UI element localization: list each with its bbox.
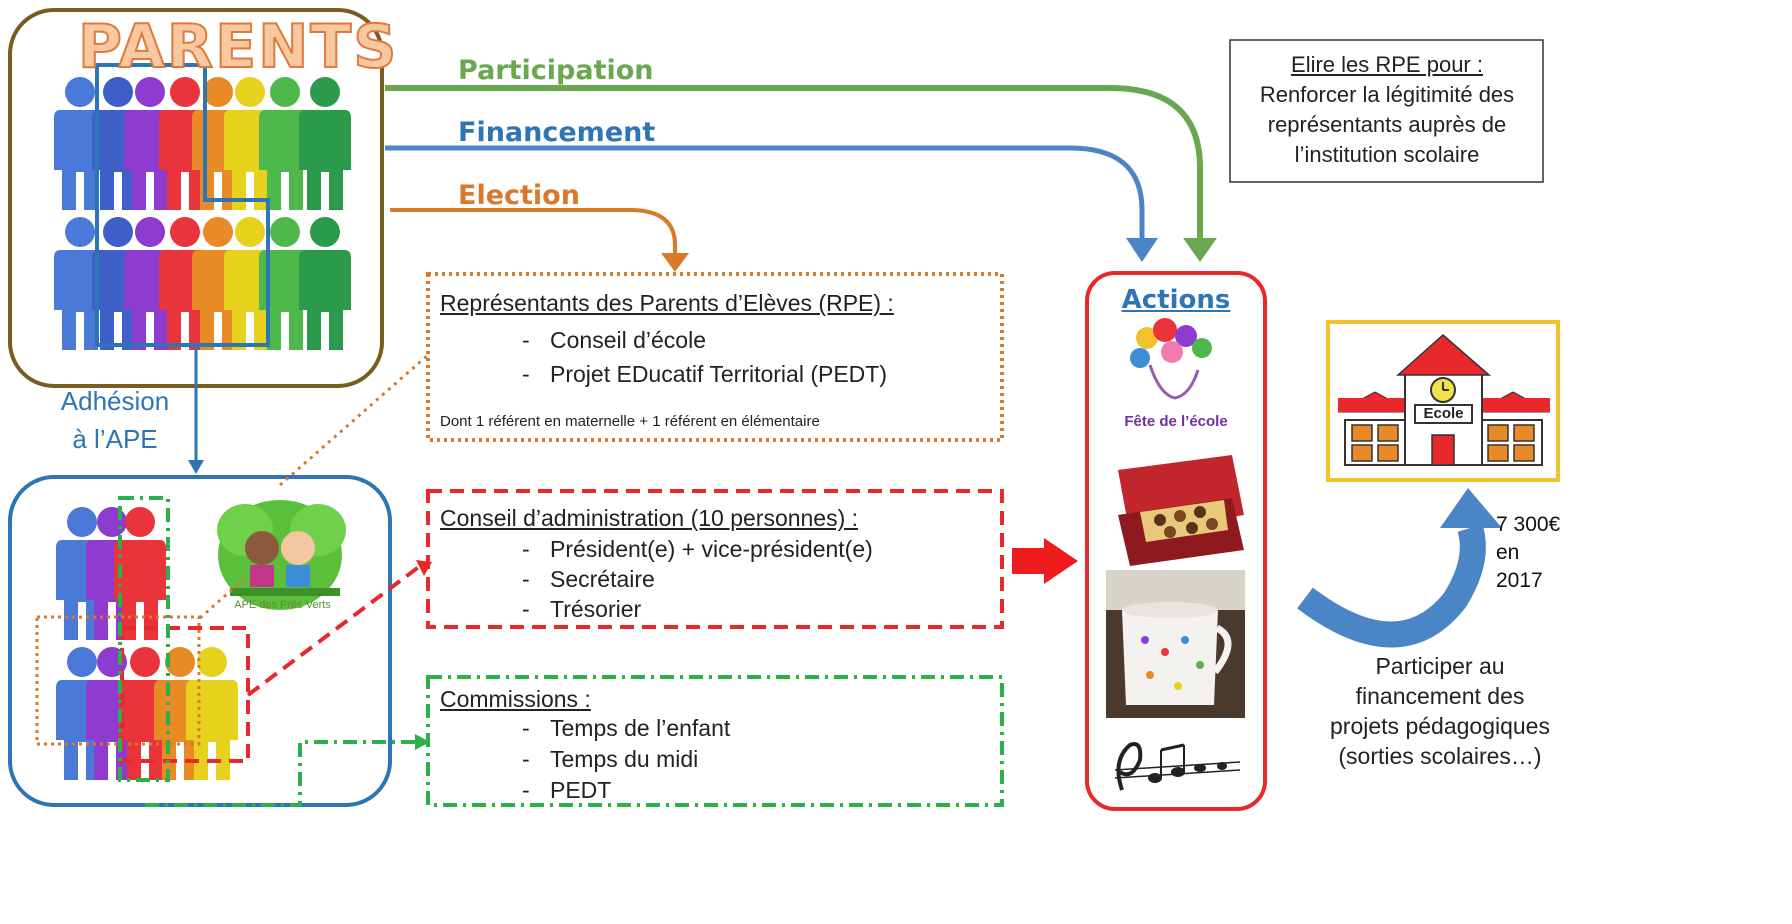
list-item: -Projet EDucatif Territorial (PEDT): [522, 361, 887, 387]
actions-title: Actions: [1121, 285, 1231, 315]
parents-title: PARENTS: [77, 11, 399, 83]
elire-line-2: représentants auprès de: [1267, 112, 1507, 137]
rpe-note: Dont 1 référent en maternelle + 1 référe…: [440, 413, 820, 430]
financement-label: Financement: [458, 117, 656, 148]
school-building-icon: [1337, 334, 1551, 466]
election-label: Election: [458, 180, 580, 211]
ca-content: Conseil d’administration (10 personnes) …: [440, 505, 995, 624]
mug-icon: [1106, 570, 1245, 718]
ape-logo-caption: APE des Prés Verts: [234, 599, 331, 611]
finance-amount-year: 2017: [1496, 569, 1543, 592]
ape-people-icon: [56, 507, 238, 780]
participer-line-2: financement des: [1355, 683, 1525, 709]
fete-label: Fête de l’école: [1124, 413, 1228, 430]
ca-title: Conseil d’administration (10 personnes) …: [440, 505, 859, 531]
finance-arrow-icon: [1297, 488, 1502, 648]
elire-line-1: Renforcer la légitimité des: [1259, 82, 1515, 107]
list-item: -Temps du midi: [522, 746, 699, 772]
participer-line-4: (sorties scolaires…): [1338, 743, 1542, 769]
adhesion-line-1: Adhésion: [60, 386, 170, 416]
participer-line-1: Participer au: [1375, 653, 1505, 679]
commissions-title: Commissions :: [440, 686, 591, 712]
list-item: -Temps de l’enfant: [522, 715, 731, 741]
ape-box: [8, 475, 392, 807]
list-item: -Président(e) + vice-président(e): [522, 536, 873, 562]
balloons-icon: [1130, 318, 1212, 400]
finance-amount-value: 7 300€: [1496, 513, 1561, 536]
music-notes-icon: [1114, 742, 1241, 791]
rpe-title: Représentants des Parents d’Elèves (RPE)…: [440, 290, 894, 316]
participation-label: Participation: [458, 55, 654, 86]
elire-title: Elire les RPE pour :: [1291, 52, 1483, 77]
adhesion-line-2: à l’APE: [72, 424, 158, 454]
chocolate-box-icon: [1118, 455, 1244, 566]
rpe-box: [426, 272, 1004, 442]
rpe-content: Représentants des Parents d’Elèves (RPE)…: [440, 290, 995, 430]
rpe-list: -Conseil d’école -Projet EDucatif Territ…: [440, 323, 995, 391]
ca-list: -Président(e) + vice-président(e) -Secré…: [440, 534, 995, 624]
list-item: -Trésorier: [522, 596, 642, 622]
ape-logo-icon: [217, 500, 346, 610]
elire-box: [1229, 39, 1544, 183]
commissions-list: -Temps de l’enfant -Temps du midi -PEDT: [440, 713, 995, 806]
adhesion-label: Adhésion à l’APE: [30, 382, 200, 458]
ca-box: [426, 489, 1004, 629]
ecole-sign: Ecole: [1423, 405, 1464, 422]
list-item: -PEDT: [522, 777, 612, 803]
finance-amount-en: en: [1496, 541, 1520, 564]
list-item: -Secrétaire: [522, 566, 655, 592]
elire-line-3: l’institution scolaire: [1294, 142, 1480, 167]
actions-box: [1085, 271, 1267, 811]
commissions-content: Commissions : -Temps de l’enfant -Temps …: [440, 686, 995, 806]
ca-to-actions-arrow-icon: [1012, 538, 1078, 584]
euro-icon: €: [1386, 567, 1409, 605]
elire-text: Elire les RPE pour : Renforcer la légiti…: [1232, 50, 1542, 170]
participer-line-3: projets pédagogiques: [1330, 713, 1550, 739]
ape-members-outline: [95, 63, 270, 347]
participer-text: Participer au financement des projets pé…: [1300, 651, 1580, 771]
list-item: -Conseil d’école: [522, 327, 706, 353]
finance-amount: 7 300€ en 2017: [1496, 511, 1560, 595]
